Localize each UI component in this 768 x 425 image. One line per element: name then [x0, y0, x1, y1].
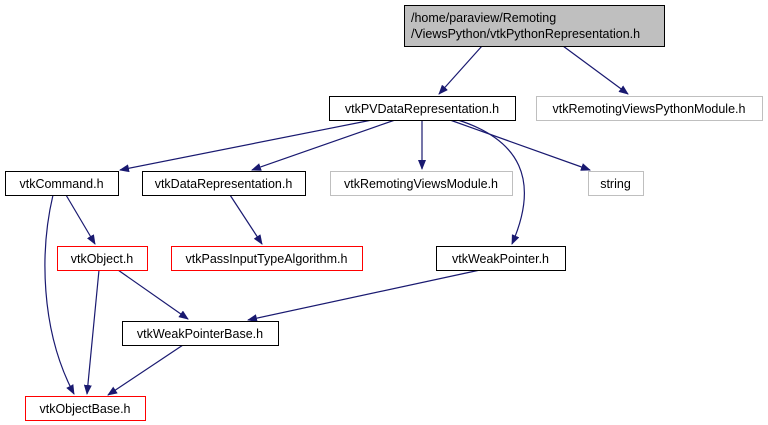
node-object[interactable]: vtkObject.h	[57, 246, 148, 271]
node-label: vtkObject.h	[71, 252, 134, 266]
node-label: vtkCommand.h	[19, 177, 103, 191]
node-label: vtkRemotingViewsModule.h	[344, 177, 498, 191]
edge-object-to-objectbase	[83, 269, 100, 395]
node-weakptr[interactable]: vtkWeakPointer.h	[436, 246, 566, 271]
edge-pvdata-to-command	[119, 119, 373, 173]
node-box	[330, 171, 513, 196]
node-label: vtkObjectBase.h	[39, 402, 130, 416]
edge-weakptrbase-to-objectbase	[107, 344, 184, 396]
edge-pvdata-to-string	[449, 119, 591, 171]
node-box	[404, 5, 665, 47]
node-label: vtkPassInputTypeAlgorithm.h	[186, 252, 348, 266]
edge-pvdata-to-datarep	[251, 119, 396, 171]
edge-datarep-to-passinput	[229, 194, 263, 245]
node-objectbase[interactable]: vtkObjectBase.h	[25, 396, 146, 421]
edge-pvdata-to-weakptr	[457, 119, 525, 245]
node-passinput[interactable]: vtkPassInputTypeAlgorithm.h	[171, 246, 363, 271]
edge-root-to-pvdata	[438, 45, 483, 95]
node-box	[436, 246, 566, 271]
node-datarep[interactable]: vtkDataRepresentation.h	[142, 171, 306, 196]
node-box	[142, 171, 306, 196]
node-label: /home/paraview/Remoting	[411, 11, 556, 25]
node-weakptrbase[interactable]: vtkWeakPointerBase.h	[122, 321, 279, 346]
node-box	[25, 396, 146, 421]
node-box	[171, 246, 363, 271]
edge-root-to-rvpython	[562, 45, 629, 95]
node-label: /ViewsPython/vtkPythonRepresentation.h	[411, 27, 640, 41]
node-command[interactable]: vtkCommand.h	[5, 171, 119, 196]
node-rvpython[interactable]: vtkRemotingViewsPythonModule.h	[536, 96, 763, 121]
node-box	[122, 321, 279, 346]
node-box	[57, 246, 148, 271]
edge-command-to-objectbase	[44, 194, 75, 395]
node-box	[588, 171, 644, 196]
node-box	[536, 96, 763, 121]
node-label: vtkWeakPointerBase.h	[137, 327, 263, 341]
node-label: vtkDataRepresentation.h	[155, 177, 293, 191]
edge-weakptr-to-weakptrbase	[247, 269, 481, 323]
node-rvmodule[interactable]: vtkRemotingViewsModule.h	[330, 171, 513, 196]
node-box	[5, 171, 119, 196]
node-label: vtkRemotingViewsPythonModule.h	[553, 102, 746, 116]
node-label: string	[600, 177, 631, 191]
edge-object-to-weakptrbase	[117, 269, 189, 320]
node-string[interactable]: string	[588, 171, 644, 196]
edge-command-to-object	[65, 194, 96, 245]
node-root: /home/paraview/Remoting/ViewsPython/vtkP…	[404, 5, 665, 47]
node-label: vtkWeakPointer.h	[452, 252, 549, 266]
node-label: vtkPVDataRepresentation.h	[345, 102, 499, 116]
node-pvdata[interactable]: vtkPVDataRepresentation.h	[329, 96, 516, 121]
node-box	[329, 96, 516, 121]
